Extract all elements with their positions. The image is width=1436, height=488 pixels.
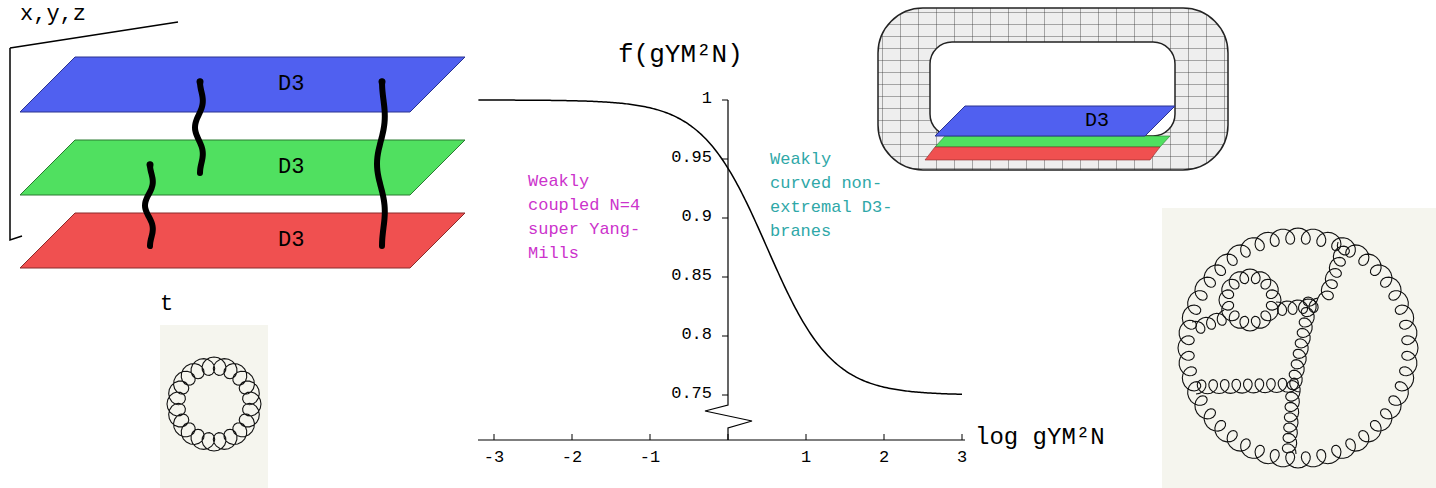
brane-label: D3 <box>278 72 304 98</box>
gluon-line <box>1287 297 1318 392</box>
brane-plane-fill <box>20 57 465 112</box>
brane-label: D3 <box>278 228 304 254</box>
axis-frame <box>10 22 178 240</box>
tube-hole <box>930 42 1175 136</box>
brane-shape <box>20 140 465 195</box>
brane-plane: D3 <box>935 106 1175 136</box>
axis-label: x,y,z <box>20 2 86 27</box>
region-note: Weakly curved non-extremal D3-branes <box>770 148 900 244</box>
brane-shape <box>20 213 465 268</box>
brane-label: D3 <box>278 155 304 181</box>
tick-mark <box>884 434 885 440</box>
brane-shape <box>20 57 465 112</box>
tick-label: 1 <box>702 89 712 108</box>
brane-plane: D3 <box>20 57 465 112</box>
horizon-tube <box>878 8 1228 170</box>
tick-mark <box>722 395 728 396</box>
tick-label: 3 <box>957 448 967 467</box>
tick-label: -1 <box>640 448 660 467</box>
tick-mark <box>650 434 651 440</box>
tick-label: 0.9 <box>681 207 712 226</box>
gluon-line <box>1192 310 1226 333</box>
brane-plane-fill <box>20 213 465 268</box>
axis-label: t <box>160 292 173 317</box>
tick-label: 0.85 <box>671 266 712 285</box>
x-axis <box>478 439 965 440</box>
gluon-line <box>1282 392 1300 454</box>
gluon-line <box>1219 269 1281 331</box>
gluon-panel <box>160 325 268 488</box>
tick-label: 0.8 <box>681 325 712 344</box>
gluon-panel <box>1162 208 1436 488</box>
gluon-line <box>1318 242 1349 300</box>
tick-mark <box>494 434 495 440</box>
tick-label: 0.75 <box>671 384 712 403</box>
tick-label: 1 <box>801 448 811 467</box>
tick-mark <box>806 434 807 440</box>
brane-label: D3 <box>1085 109 1109 133</box>
axis-label: log gYM²N <box>975 424 1105 451</box>
gluon-line <box>1196 378 1300 394</box>
tick-label: -3 <box>484 448 504 467</box>
tick-mark <box>962 434 963 440</box>
brane-plane-fill <box>935 106 1175 136</box>
axis-label: f(gYM²N) <box>618 40 743 70</box>
tick-mark <box>722 218 728 219</box>
gluon-line <box>167 357 261 451</box>
brane-plane: D3 <box>20 213 465 268</box>
brane-plane <box>925 147 1160 160</box>
curve <box>478 100 962 394</box>
brane-plane-fill <box>20 140 465 195</box>
region-note: Weakly coupled N=4 super Yang-Mills <box>528 170 644 266</box>
tick-label: 2 <box>879 448 889 467</box>
gluon-line <box>1276 298 1318 315</box>
tick-label: 0.95 <box>671 148 712 167</box>
tick-mark <box>728 434 729 440</box>
tick-mark <box>572 434 573 440</box>
tick-label: -2 <box>562 448 582 467</box>
y-axis <box>705 100 752 440</box>
tick-mark <box>722 100 728 101</box>
gluon-line <box>1178 228 1418 468</box>
brane-plane <box>935 136 1170 147</box>
brane-shape <box>935 106 1175 136</box>
brane-plane: D3 <box>20 140 465 195</box>
tick-mark <box>722 277 728 278</box>
tick-mark <box>722 336 728 337</box>
